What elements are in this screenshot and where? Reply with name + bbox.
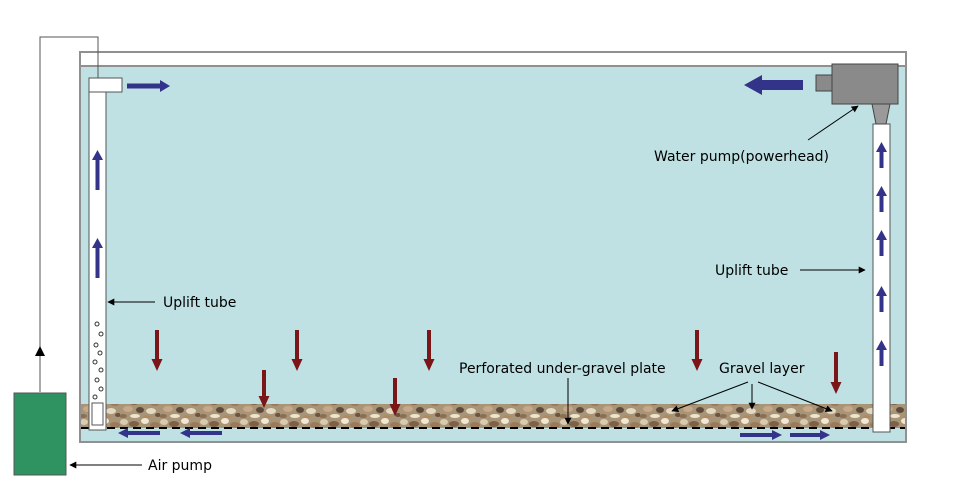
powerhead-intake — [871, 103, 891, 125]
air-bubbles — [92, 321, 104, 400]
flow-arrow-right-tube-up-1 — [876, 142, 887, 168]
down-arrow-2 — [291, 330, 303, 371]
down-arrow-7 — [830, 352, 842, 394]
air-stone — [91, 402, 104, 426]
flow-arrow-right-tube-up-2 — [876, 186, 887, 212]
label-air-pump: Air pump — [148, 458, 212, 474]
leader-lines — [69, 105, 866, 469]
label-uplift-tube-right: Uplift tube — [715, 263, 788, 279]
flow-arrow-right-tube-up-3 — [876, 230, 887, 256]
flow-arrow-left-tube-up-1 — [92, 150, 103, 190]
gravel-bed — [81, 404, 905, 428]
downward-flow-arrows — [151, 330, 842, 416]
flow-arrow-left-top-right — [127, 80, 170, 92]
uplift-tube-left-outlet — [88, 77, 123, 93]
flow-arrow-bottom-left-1 — [118, 428, 160, 438]
flow-arrow-bottom-right-2 — [790, 430, 830, 440]
air-pump — [13, 392, 67, 476]
flow-arrow-right-tube-up-4 — [876, 286, 887, 312]
tank-water — [79, 65, 907, 443]
tank-rim — [79, 51, 907, 67]
label-perforated-plate: Perforated under-gravel plate — [459, 361, 666, 377]
label-uplift-tube-left: Uplift tube — [163, 295, 236, 311]
down-arrow-5 — [389, 378, 401, 416]
water-pump-powerhead — [815, 63, 899, 125]
down-arrow-6 — [691, 330, 703, 371]
leader-gravel-3 — [757, 381, 833, 412]
water-flow-arrows — [92, 75, 887, 440]
label-water-pump: Water pump(powerhead) — [654, 149, 829, 165]
label-gravel-layer: Gravel layer — [719, 361, 805, 377]
powerhead-outlet — [815, 74, 835, 92]
uplift-tube-right — [872, 123, 891, 433]
flow-arrow-left-tube-up-2 — [92, 238, 103, 278]
powerhead-body — [831, 63, 899, 105]
air-line-arrow — [35, 346, 45, 356]
down-arrow-3 — [423, 330, 435, 371]
leader-gravel-1 — [671, 381, 749, 413]
down-arrow-1 — [151, 330, 163, 371]
air-line — [39, 36, 99, 392]
flow-arrow-powerhead-out — [744, 75, 803, 95]
flow-arrow-bottom-left-2 — [180, 428, 222, 438]
leader-water-pump — [807, 105, 859, 141]
flow-arrow-right-tube-up-5 — [876, 340, 887, 366]
tank — [79, 51, 907, 443]
down-arrow-4 — [258, 370, 270, 408]
flow-arrow-bottom-right-1 — [740, 430, 782, 440]
